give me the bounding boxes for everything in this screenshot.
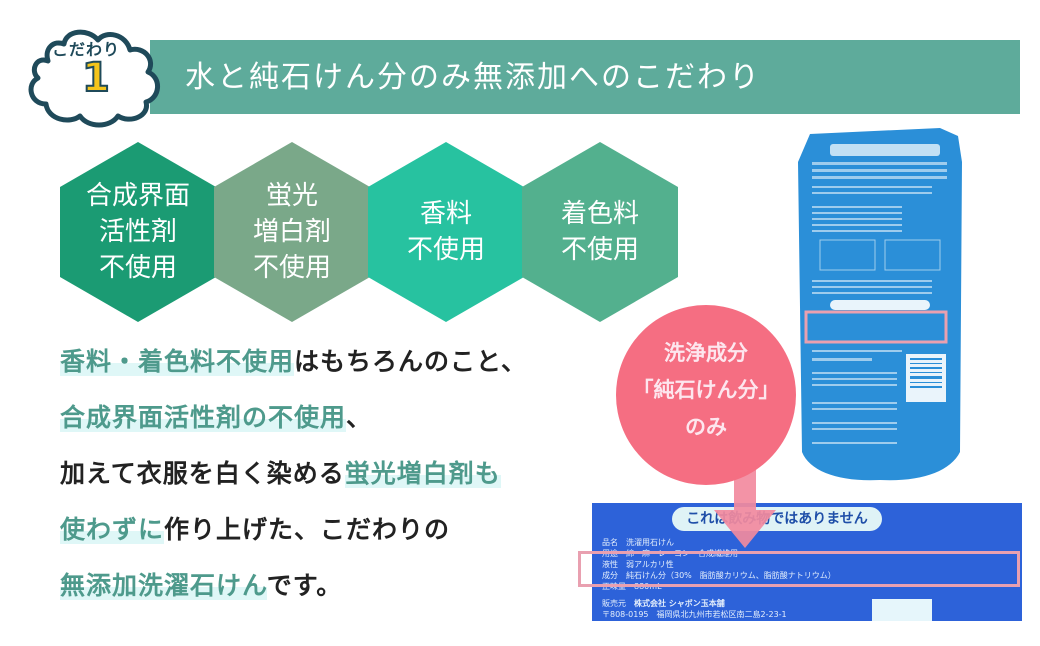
- product-label-closeup: これは飲み物ではありません 品名 洗濯用石けん 用途 綿・麻・レーヨン・合成繊維…: [578, 503, 1022, 621]
- highlight-text: 香料・着色料不使用: [60, 347, 295, 376]
- description-line-2: 合成界面活性剤の不使用、: [60, 398, 372, 434]
- label-key: 品名: [602, 538, 618, 547]
- badge-number: 1: [81, 55, 111, 101]
- feature-label: 香料 不使用: [406, 199, 485, 265]
- label-key: 液性: [602, 560, 618, 569]
- feature-hex-brightener-free: 蛍光 増白剤 不使用: [214, 142, 370, 322]
- description-line-3: 加えて衣服を白く染める蛍光増白剤も: [60, 454, 501, 490]
- feature-hex-surfactant-free: 合成界面 活性剤 不使用: [60, 142, 216, 322]
- callout-text: 洗浄成分 「純石けん分」 のみ: [632, 341, 780, 439]
- description-line-1: 香料・着色料不使用はもちろんのこと、: [60, 342, 527, 378]
- callout-circle: [616, 305, 796, 485]
- highlight-text: 無添加洗濯石けん: [60, 571, 267, 600]
- product-bag-image: [798, 128, 962, 481]
- section-title: 水と純石けん分のみ無添加へのこだわり: [185, 60, 761, 95]
- highlight-text: 合成界面活性剤の不使用: [60, 403, 347, 432]
- hexagon-icon: [522, 142, 678, 322]
- hexagon-icon: [214, 142, 370, 322]
- hexagon-icon: [60, 142, 216, 322]
- seller-address: 〒808-0195 福岡県北九州市若松区南二島2-23-1: [602, 610, 787, 619]
- plain-text: はもちろんのこと、: [294, 347, 528, 376]
- seller-name: 株式会社 シャボン玉本舗: [634, 599, 725, 608]
- feature-label: 着色料 不使用: [560, 199, 639, 265]
- ingredient-highlight-box: [578, 551, 1020, 587]
- plain-text: 、: [346, 403, 373, 432]
- plain-text: 加えて衣服を白く染める: [60, 459, 345, 488]
- description-line-4: 使わずに作り上げた、こだわりの: [60, 510, 450, 546]
- label-key: 成分: [602, 571, 618, 580]
- feature-hex-fragrance-free: 香料 不使用: [368, 142, 524, 322]
- highlight-text: 蛍光増白剤も: [344, 459, 501, 488]
- hexagon-icon: [368, 142, 524, 322]
- highlight-text: 使わずに: [60, 515, 165, 544]
- plain-text: です。: [266, 571, 343, 600]
- title-banner: [150, 40, 1020, 114]
- cloud-badge-icon: [28, 29, 160, 128]
- feature-hex-colorant-free: 着色料 不使用: [522, 142, 678, 322]
- plain-text: 作り上げた、こだわりの: [164, 515, 451, 544]
- badge-label: こだわり: [52, 40, 121, 59]
- label-value: 洗濯用石けん: [626, 538, 674, 547]
- feature-label: 合成界面 活性剤 不使用: [85, 181, 190, 283]
- label-gap: [872, 599, 932, 621]
- seller-label: 販売元: [602, 599, 626, 608]
- label-value: 弱アルカリ性: [626, 560, 674, 569]
- description-line-5: 無添加洗濯石けんです。: [60, 566, 342, 602]
- label-value: 純石けん分（30% 脂肪酸カリウム、脂肪酸ナトリウム）: [626, 571, 836, 580]
- arrow-down-icon: [714, 470, 776, 548]
- feature-label: 蛍光 増白剤 不使用: [252, 181, 331, 283]
